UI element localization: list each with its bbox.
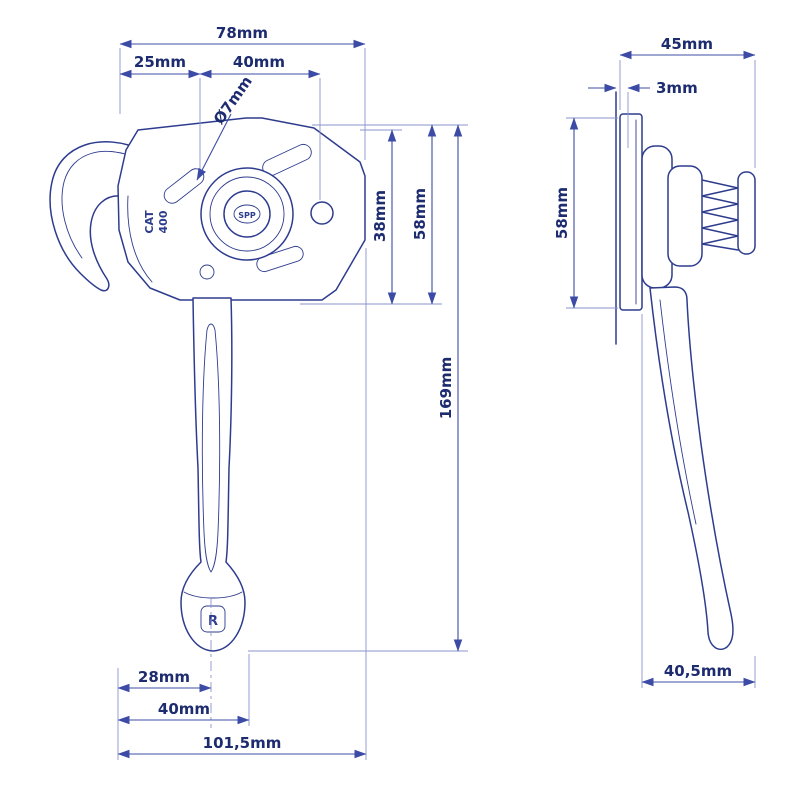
front-screw-hole [310,201,334,225]
logo-oval [233,204,261,224]
front-small-pivot-hole [199,264,215,280]
dim-left-offset: 25mm [134,53,186,71]
front-handle-rib [201,323,221,573]
dim-knob-width: 40mm [158,700,210,718]
logo-text: SPP [238,211,256,220]
front-slot-lower [256,245,304,273]
side-plate [619,113,643,311]
badge-frame [200,605,226,633]
side-dimensions: 45mm 3mm 58mm 40,5mm [553,35,756,688]
side-lever-inner-line [659,299,697,525]
marking-model: 400 [157,210,170,233]
lock-cylinder-ring [209,176,285,252]
dim-lever-offset: 40,5mm [664,662,732,680]
spring-end-cap [737,171,756,255]
front-knob-arc [183,591,243,599]
dim-total-height: 169mm [437,357,455,420]
front-hook-inner-line [61,150,137,259]
badge-letter: R [208,614,218,629]
dim-side-plate-height: 58mm [553,187,571,239]
dim-top-width: 78mm [216,24,268,42]
dim-handle-offset: 28mm [138,668,190,686]
dim-plate-thickness: 3mm [656,79,698,97]
leader-line-hole-diameter [196,113,232,181]
side-view: 45mm 3mm 58mm 40,5mm [553,35,756,688]
marking-cat: CAT [143,210,156,234]
front-handle-outline [180,297,246,652]
side-lever-outline [649,286,734,651]
dim-plate-height: 58mm [411,188,429,240]
side-hub [667,165,703,267]
front-view: SPP R CAT 400 78mm 25mm 40mm Ø7mm [49,24,468,760]
dim-depth: 45mm [661,35,713,53]
dim-total-width: 101,5mm [203,734,282,752]
dim-hole-spacing: 40mm [233,53,285,71]
dim-mid-height: 38mm [371,190,389,242]
lock-cylinder-core [223,190,271,238]
front-plate-inner-contour [127,195,153,283]
spring-coil [701,179,739,251]
